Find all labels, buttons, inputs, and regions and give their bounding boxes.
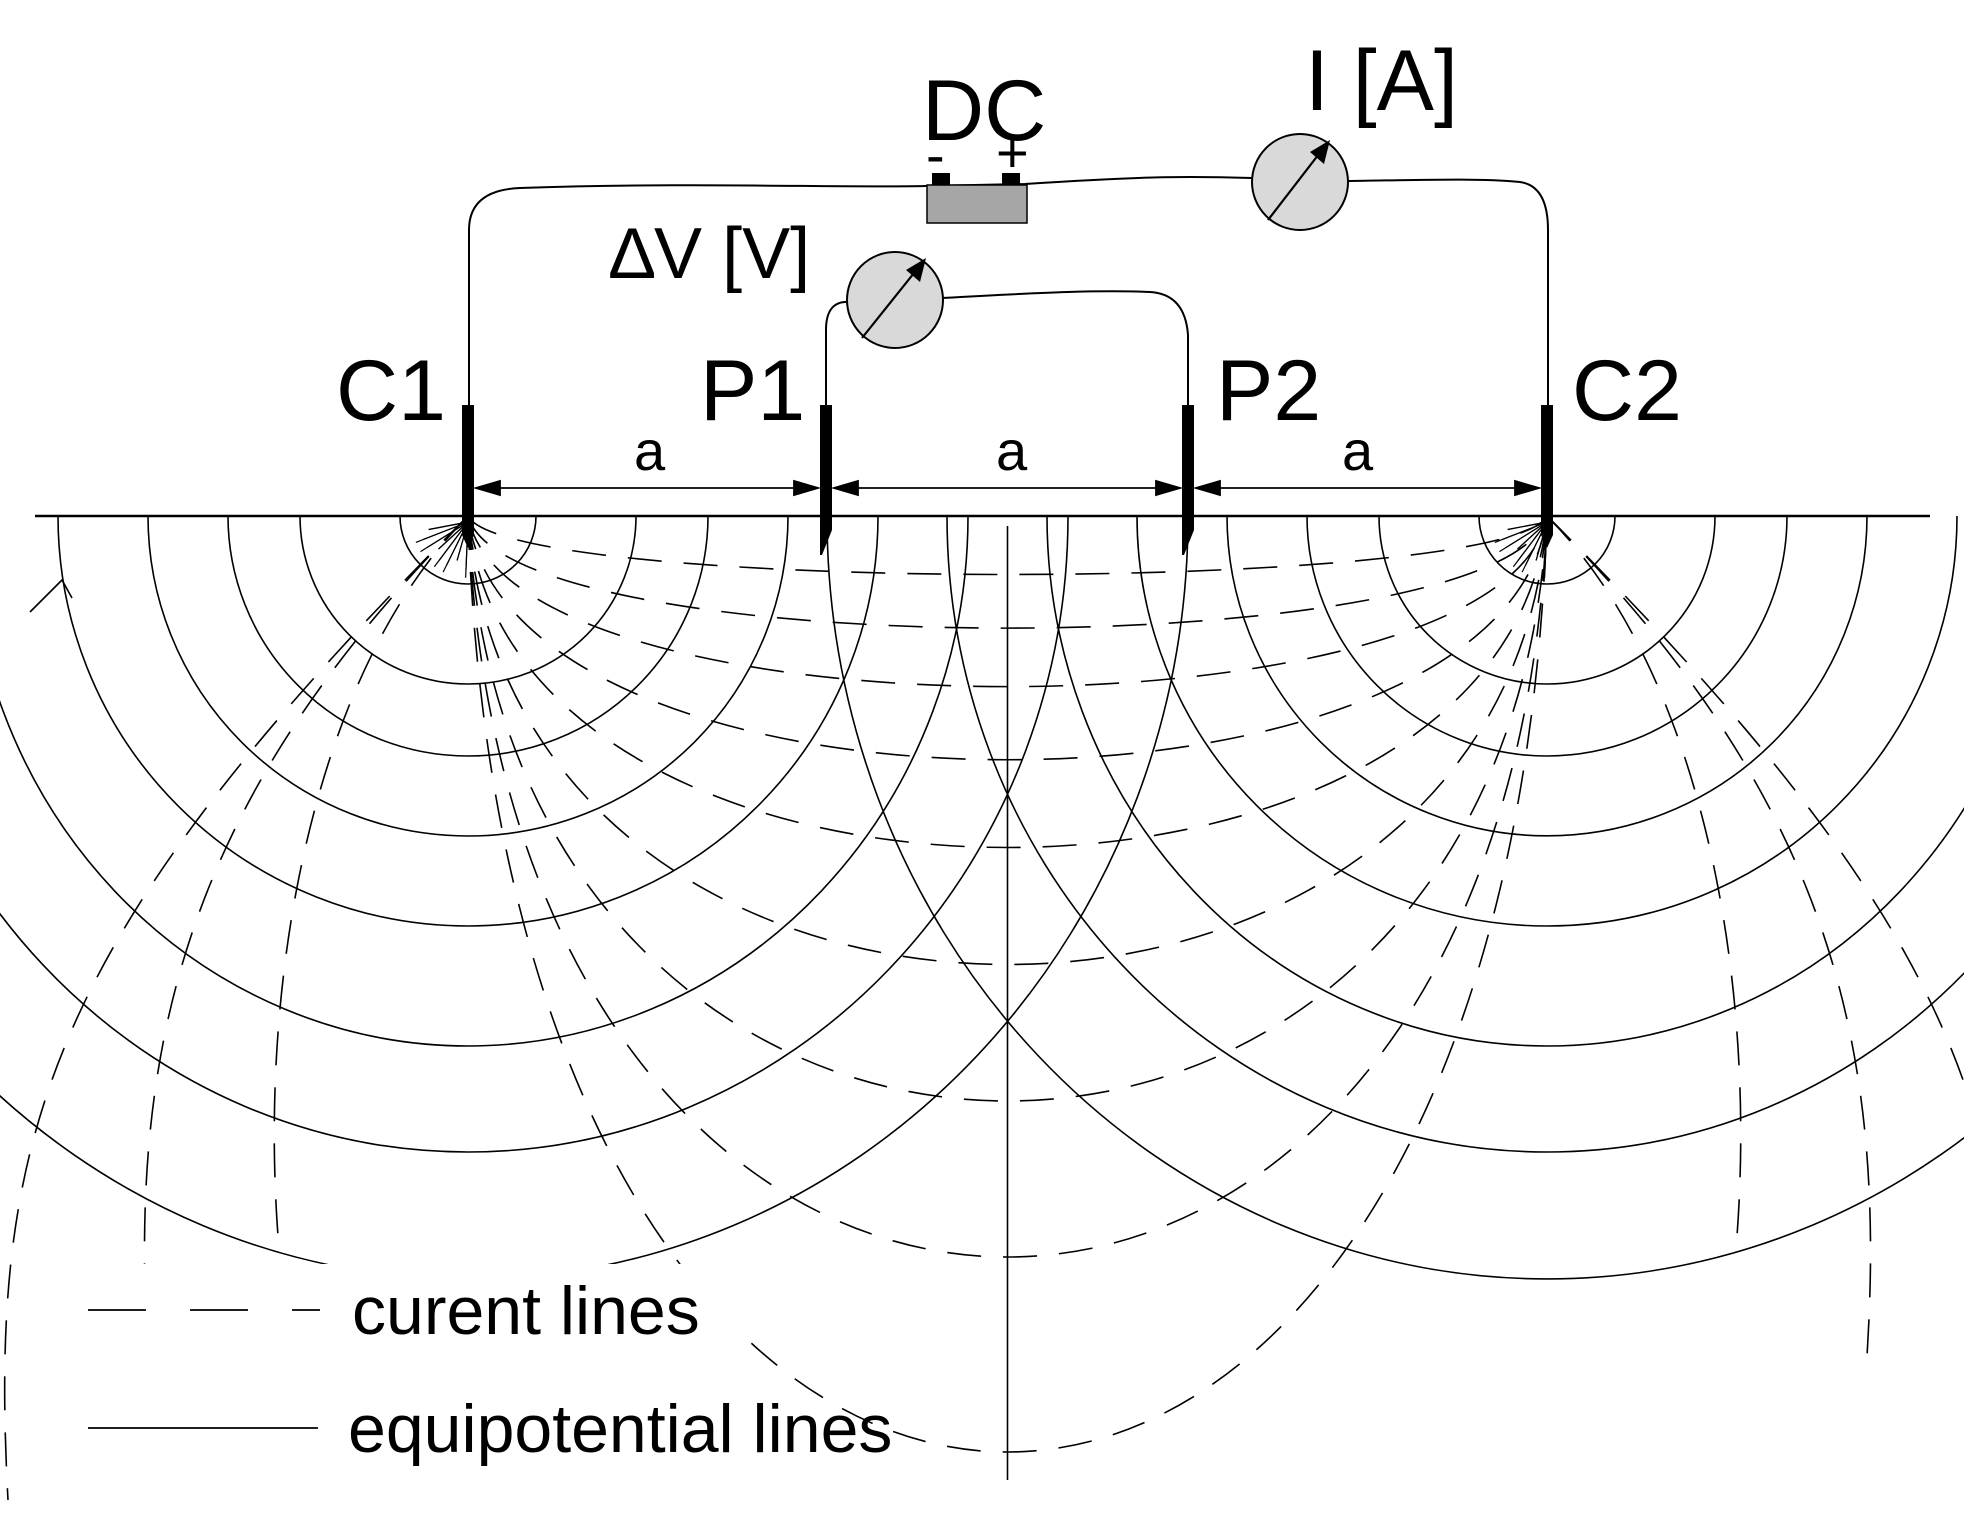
current-spokes <box>415 521 1548 578</box>
current-line <box>1546 515 1872 1357</box>
equipotential-line <box>1478 515 1616 585</box>
electrodes <box>462 405 1553 555</box>
battery-plus-label: + <box>996 121 1029 184</box>
battery-minus-label: - <box>926 123 945 186</box>
ammeter-needle-tip <box>1310 140 1330 164</box>
equipotential-line <box>0 515 969 1047</box>
equipotential-line <box>1306 515 1788 757</box>
dc-label: DC <box>922 63 1046 159</box>
battery-negative-terminal <box>932 173 950 185</box>
sky-mask <box>0 0 1964 514</box>
spacing-label-3: a <box>1342 419 1374 482</box>
equipotential-line <box>227 515 709 757</box>
current-line <box>467 515 1548 1453</box>
current-line <box>467 515 1548 1258</box>
current-line <box>467 515 1548 761</box>
stray-mark <box>29 578 73 613</box>
voltmeter-dial <box>846 251 944 349</box>
arrow-head <box>1192 479 1221 497</box>
battery-body <box>926 184 1028 224</box>
electrode-c2 <box>1541 405 1553 548</box>
current-spoke <box>1507 521 1548 531</box>
current-line <box>467 515 1548 576</box>
current-line <box>3 515 469 1501</box>
electrode-c1 <box>462 405 474 548</box>
voltmeter-needle-tip <box>906 258 926 282</box>
electrode-p1 <box>820 405 832 555</box>
spacing-label-2: a <box>996 419 1028 482</box>
c2-label: C2 <box>1572 343 1682 439</box>
electrode-p2 <box>1182 405 1194 555</box>
current-line <box>1546 515 1742 1237</box>
equipotential-line <box>946 515 1964 1153</box>
ammeter-needle <box>1267 149 1323 221</box>
arrow-head <box>793 479 822 497</box>
spacing-label-1: a <box>634 419 666 482</box>
legend-backdrop <box>80 1264 750 1454</box>
current-line <box>143 515 469 1357</box>
voltmeter <box>846 251 944 349</box>
current-circuit-wire <box>468 175 1549 405</box>
equipotential-line <box>0 515 1069 1153</box>
legend-current-label: curent lines <box>352 1273 700 1349</box>
current-spoke <box>428 521 469 531</box>
dc-battery <box>926 173 1028 224</box>
current-spoke <box>1505 521 1548 548</box>
equipotential-line <box>826 515 1964 1280</box>
ammeter-dial <box>1251 133 1349 231</box>
battery-positive-terminal <box>1002 173 1020 185</box>
spacing-dimensions <box>472 479 1543 497</box>
current-spoke <box>415 521 469 543</box>
equipotential-line <box>0 515 1189 1280</box>
ammeter <box>1251 133 1349 231</box>
equipotential-line <box>399 515 537 585</box>
p2-label: P2 <box>1216 343 1321 439</box>
legend: curent lines equipotential lines <box>80 1264 892 1467</box>
current-line <box>467 515 1548 688</box>
current-line <box>467 515 1548 629</box>
equipotential-line <box>1046 515 1964 1047</box>
voltage-meter-label: ∆V [V] <box>610 214 810 294</box>
legend-equipotential-label: equipotential lines <box>348 1391 892 1467</box>
arrow-head <box>830 479 859 497</box>
arrow-head <box>1514 479 1543 497</box>
c1-label: C1 <box>336 343 446 439</box>
current-line <box>467 515 1548 849</box>
current-meter-label: I [A] <box>1305 33 1458 129</box>
arrow-head <box>472 479 501 497</box>
arrow-head <box>1155 479 1184 497</box>
voltmeter-needle <box>861 267 919 339</box>
current-lines <box>3 515 1964 1501</box>
current-line <box>273 515 469 1237</box>
equipotential-line <box>57 515 879 927</box>
p1-label: P1 <box>700 343 805 439</box>
current-line <box>467 515 1548 966</box>
current-spoke <box>1494 521 1548 543</box>
current-line <box>1546 515 1964 1086</box>
current-spoke <box>426 521 469 548</box>
equipotential-line <box>1136 515 1958 927</box>
